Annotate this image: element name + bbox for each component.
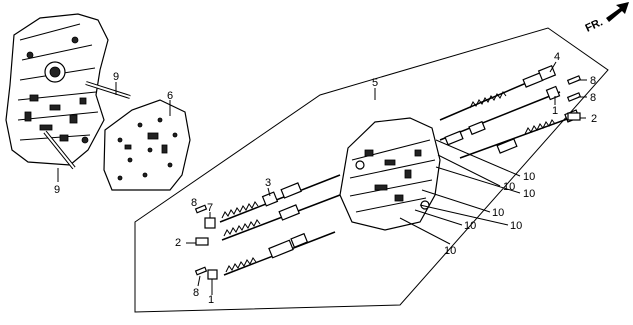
front-arrow-icon	[606, 2, 629, 22]
callout-10-d: 10	[492, 207, 504, 219]
roll-pin-left-bottom	[194, 266, 208, 276]
callout-10-e: 10	[510, 220, 522, 232]
leader-lines	[57, 61, 587, 295]
callout-6: 6	[167, 90, 173, 102]
upper-spool-assembly	[439, 64, 557, 121]
callout-10-f: 10	[464, 220, 476, 232]
retainer-clip-right	[567, 112, 581, 121]
callout-2-left: 2	[175, 237, 181, 249]
callout-1-right: 1	[552, 105, 558, 117]
callout-8-left-lower: 8	[193, 287, 199, 299]
callout-1-left: 1	[208, 294, 214, 306]
callout-5: 5	[372, 77, 378, 89]
callout-10-b: 10	[503, 181, 515, 193]
separator-plate	[103, 99, 191, 191]
retainer-clip-left	[195, 237, 209, 246]
front-direction-indicator: FR.	[584, 2, 629, 35]
valve-cap-small	[204, 217, 216, 229]
plug-left-bottom	[207, 269, 218, 280]
spool-group-left-bottom	[223, 231, 336, 276]
callout-7: 7	[207, 202, 213, 214]
callout-10-g: 10	[444, 245, 456, 257]
middle-spool-assembly	[439, 85, 561, 146]
lower-spool-assembly	[459, 109, 580, 159]
front-direction-label: FR.	[584, 16, 605, 34]
assembly-boundary	[134, 27, 609, 313]
callout-9-upper: 9	[113, 71, 119, 83]
bolt-lower	[43, 130, 76, 170]
callout-8-right-lower: 8	[590, 92, 596, 104]
spool-group-left-mid	[221, 194, 341, 241]
callout-10-a: 10	[523, 171, 535, 183]
spool-group-left-top	[219, 174, 341, 223]
callout-8-right-upper: 8	[590, 75, 596, 87]
callout-9-lower: 9	[54, 184, 60, 196]
callout-labels: 9 9 6 5 4 8 8 1 2 3 8 7 2 8 1 10 10 10 1…	[54, 51, 597, 306]
transmission-housing	[5, 13, 109, 166]
callout-3: 3	[265, 177, 271, 189]
roll-pin-left-top	[194, 204, 208, 214]
callout-2-right: 2	[591, 113, 597, 125]
roll-pin-upper	[566, 75, 582, 85]
callout-10-c: 10	[523, 188, 535, 200]
callout-4: 4	[554, 51, 560, 63]
bolt-upper	[85, 81, 131, 99]
callout-8-left-upper: 8	[191, 197, 197, 209]
valve-body	[339, 117, 441, 231]
roll-pin-lower	[566, 92, 582, 102]
